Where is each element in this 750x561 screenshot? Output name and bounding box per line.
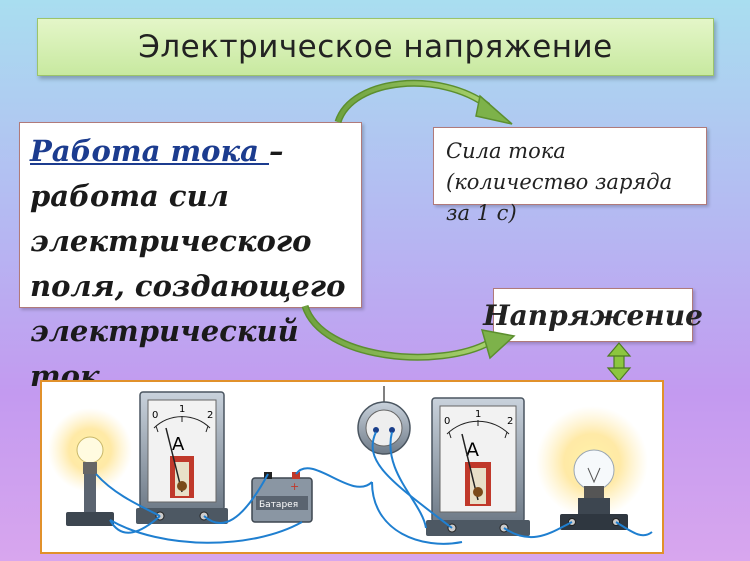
circuit-illustration: 0 1 2 A Батарея +	[40, 380, 664, 554]
ammeter-right: 0 1 2 A	[426, 397, 530, 536]
curved-arrow-bottom	[301, 304, 516, 361]
voltage-box-text: Напряжение	[483, 298, 703, 332]
battery-plus-sign: +	[290, 480, 299, 493]
battery-label: Батарея	[259, 500, 298, 510]
double-arrow	[606, 342, 632, 382]
circuit-drawing: 0 1 2 A Батарея +	[48, 386, 653, 545]
definition-box: Работа тока – работа сил электрического …	[19, 122, 362, 393]
definition-text: – работа сил электрического поля, создаю…	[30, 134, 346, 393]
ammeter-right-letter: A	[466, 439, 479, 461]
title-banner: Электрическое напряжение	[37, 18, 714, 76]
ammeter-right-tick-2: 2	[507, 416, 513, 427]
wires-left	[95, 467, 373, 544]
definition-term: Работа тока	[30, 134, 269, 168]
lamp-right	[536, 406, 648, 530]
ammeter-left-tick-0: 0	[152, 410, 158, 421]
ammeter-left-tick-2: 2	[207, 410, 213, 421]
voltage-box: Напряжение	[483, 288, 703, 342]
galvanometer	[357, 386, 411, 455]
current-box-text: Сила тока (количество заряда за 1 с)	[446, 139, 673, 225]
ammeter-left-tick-1: 1	[179, 404, 185, 415]
battery: Батарея +	[251, 472, 313, 523]
wires-right	[371, 431, 653, 545]
lamp-left	[48, 408, 132, 526]
ammeter-right-tick-0: 0	[444, 416, 450, 427]
page-title: Электрическое напряжение	[138, 29, 613, 65]
ammeter-left-letter: A	[172, 434, 185, 455]
ammeter-left: 0 1 2 A	[136, 391, 228, 524]
ammeter-right-tick-1: 1	[475, 409, 481, 420]
curved-arrow-top	[334, 79, 513, 125]
current-box: Сила тока (количество заряда за 1 с)	[433, 127, 707, 225]
